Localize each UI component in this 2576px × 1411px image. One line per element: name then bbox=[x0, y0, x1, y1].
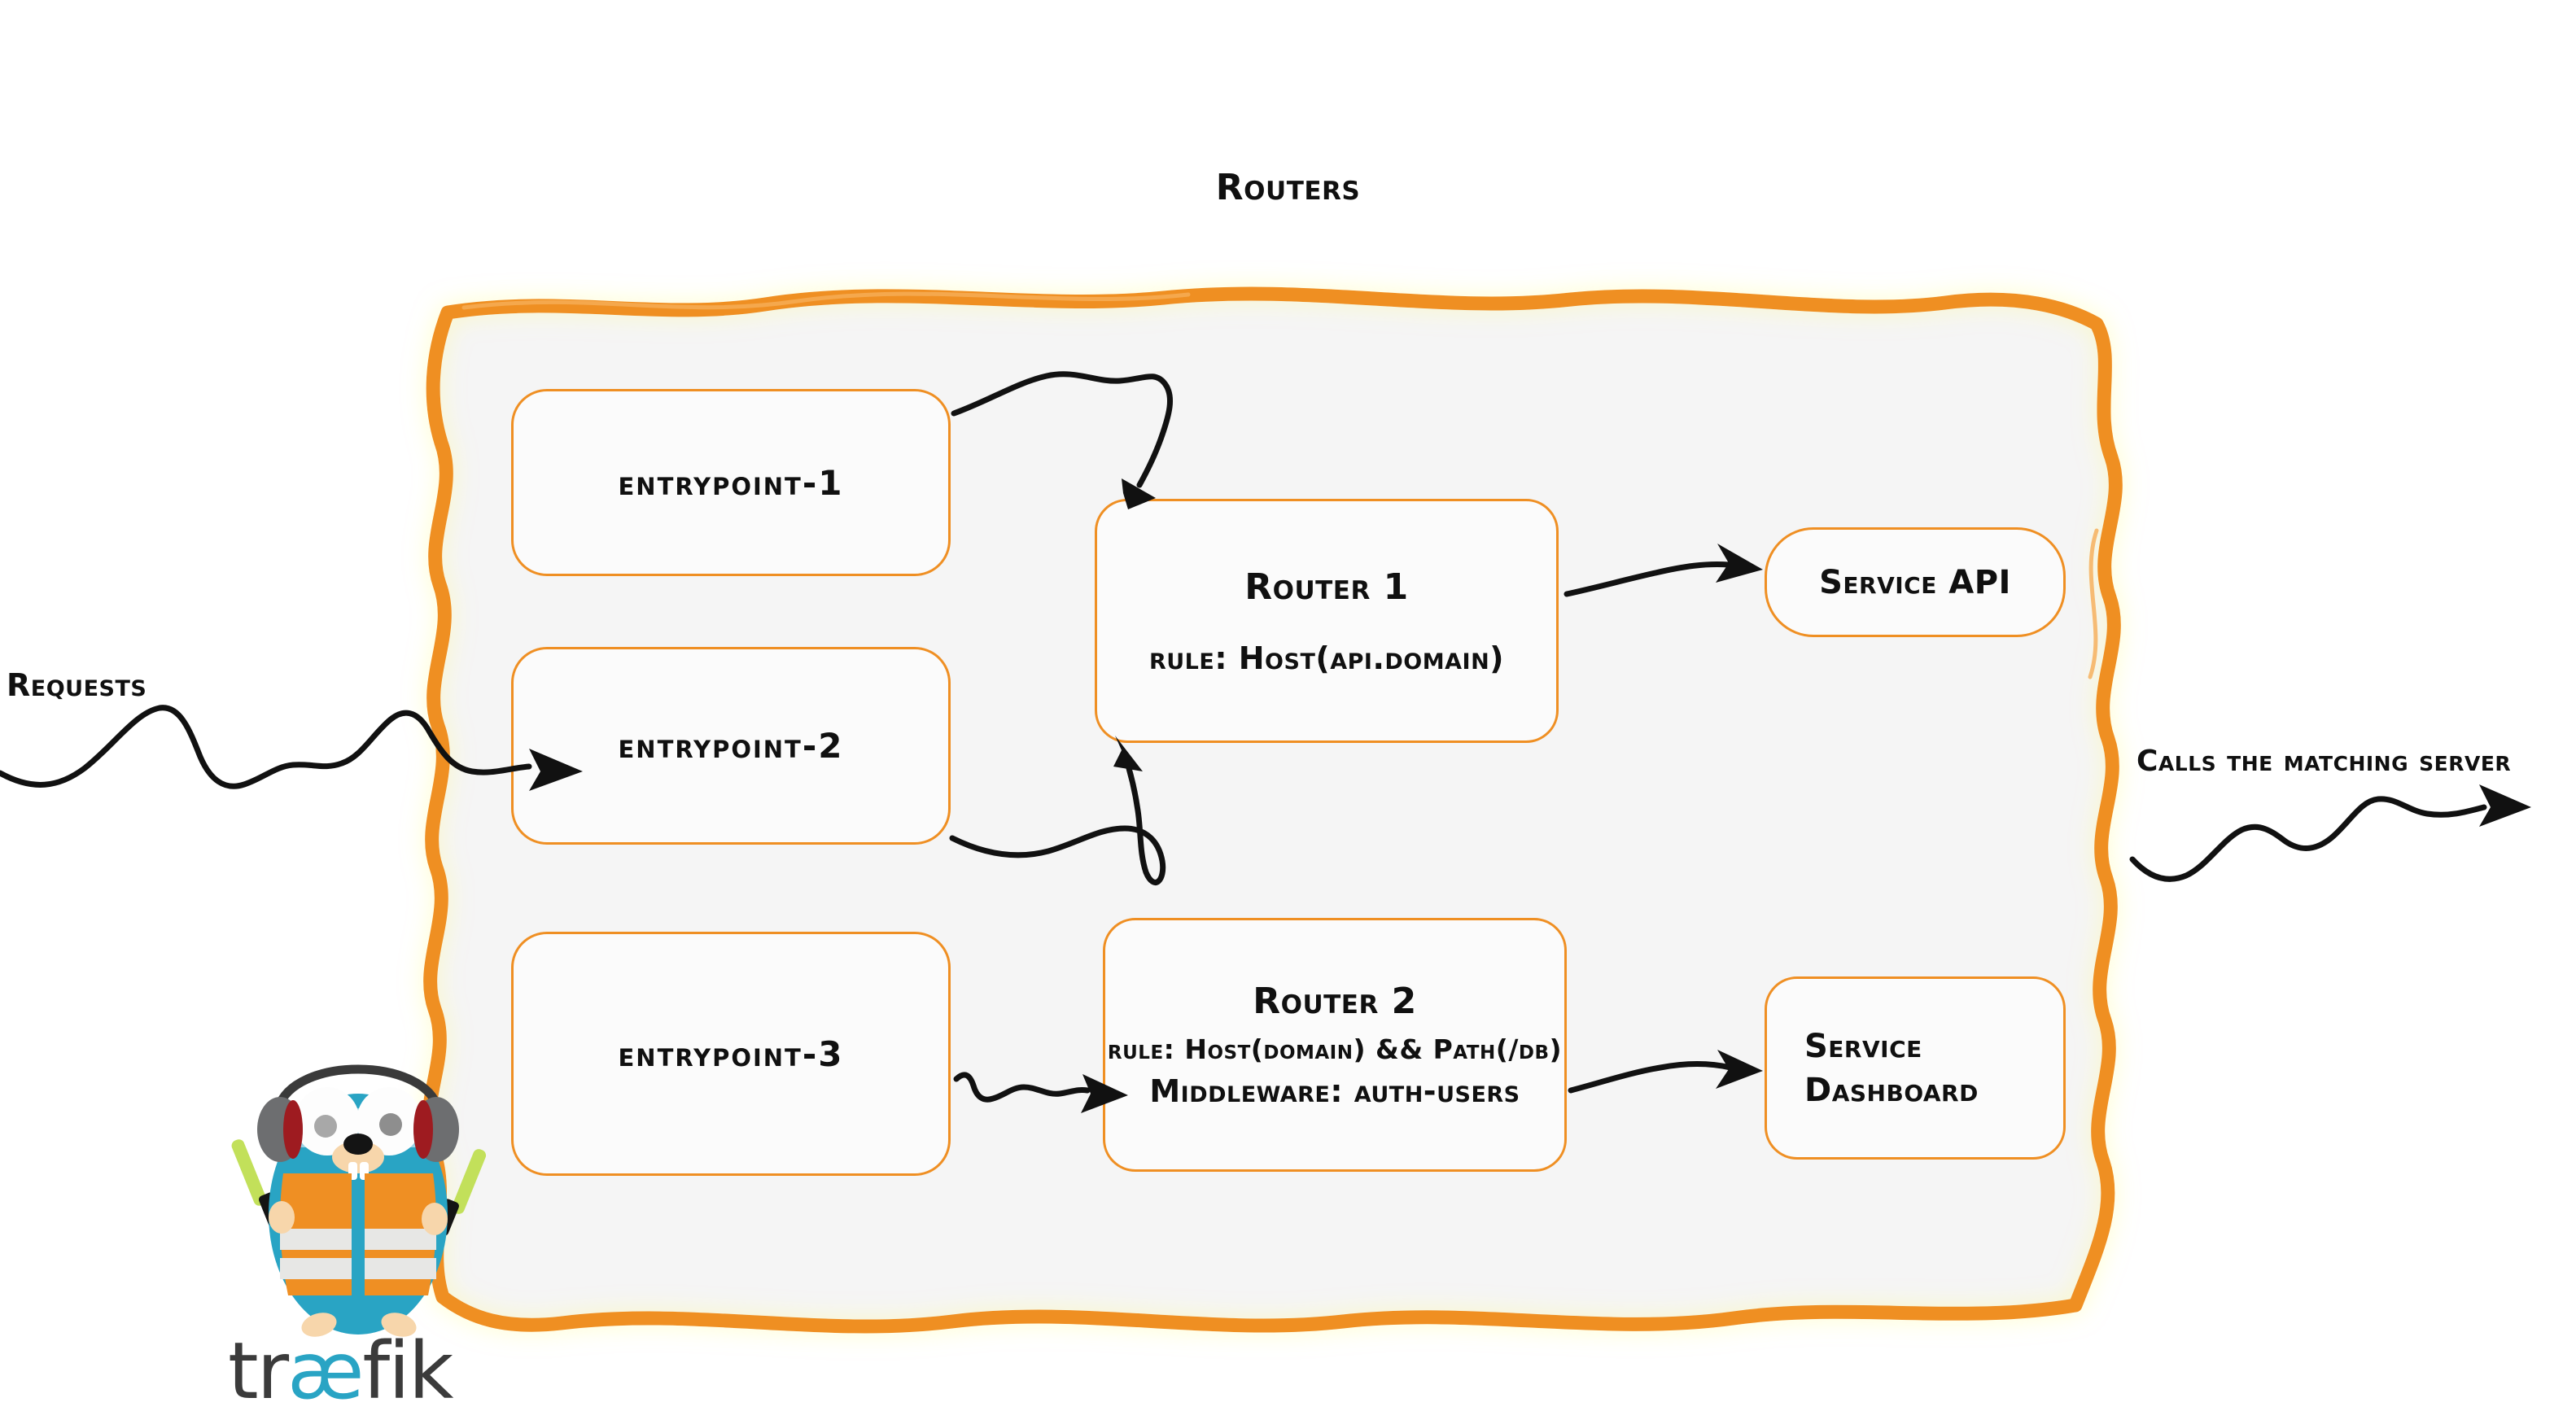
wordmark-left: tr bbox=[228, 1326, 290, 1411]
traefik-wordmark: træfik bbox=[228, 1326, 454, 1411]
router-middleware-2: Middleware: auth-users bbox=[1149, 1073, 1520, 1109]
wordmark-ligature: æ bbox=[287, 1326, 362, 1411]
vest-reflective-stripes bbox=[280, 1229, 436, 1279]
gopher-pupil-left bbox=[314, 1115, 337, 1138]
headphone-band-icon bbox=[273, 1064, 443, 1113]
page-title: Routers bbox=[1215, 167, 1361, 208]
gopher-foot-right bbox=[381, 1313, 417, 1337]
router-title-2: Router 2 bbox=[1253, 981, 1417, 1022]
entrypoint-label-3: entrypoint-3 bbox=[618, 1033, 844, 1074]
service-label-dashboard-line1: Service bbox=[1804, 1027, 1922, 1065]
calls-the-matching-server-label: Calls the matching server bbox=[2136, 745, 2512, 778]
service-label-dashboard-line2: Dashboard bbox=[1804, 1071, 1979, 1109]
calls-server-arrow bbox=[2129, 796, 2487, 882]
router-rule-1: rule: Host(api.domain) bbox=[1148, 640, 1505, 676]
gopher-nose bbox=[343, 1134, 373, 1155]
requests-label: Requests bbox=[7, 667, 147, 703]
entrypoint-label-2: entrypoint-2 bbox=[618, 726, 844, 766]
entrypoint-box-3[interactable]: entrypoint-3 bbox=[511, 932, 951, 1176]
gopher-hand-right bbox=[422, 1203, 448, 1235]
headphone-cup-right-icon bbox=[413, 1097, 459, 1162]
router-box-2[interactable]: Router 2 rule: Host(domain) && Path(/db)… bbox=[1103, 918, 1567, 1172]
entrypoint-box-2[interactable]: entrypoint-2 bbox=[511, 647, 951, 845]
router-box-1[interactable]: Router 1 rule: Host(api.domain) bbox=[1095, 499, 1559, 743]
gopher-pupil-right bbox=[379, 1113, 402, 1136]
router-title-1: Router 1 bbox=[1244, 566, 1409, 608]
entrypoint-box-1[interactable]: entrypoint-1 bbox=[511, 389, 951, 576]
service-box-api[interactable]: Service API bbox=[1765, 527, 2066, 637]
headphone-cup-left-icon bbox=[257, 1097, 303, 1162]
gopher-hand-left bbox=[269, 1201, 295, 1234]
gopher-muzzle bbox=[332, 1141, 384, 1173]
service-box-dashboard[interactable]: Service Dashboard bbox=[1765, 976, 2066, 1160]
wordmark-right: fik bbox=[362, 1326, 453, 1411]
service-label-api: Service API bbox=[1819, 563, 2011, 601]
traefik-logo: træfik bbox=[228, 1033, 488, 1411]
gopher-foot-left bbox=[301, 1313, 337, 1337]
arrowhead-calls-server bbox=[2479, 784, 2531, 827]
entrypoint-label-1: entrypoint-1 bbox=[618, 462, 844, 503]
router-rule-2: rule: Host(domain) && Path(/db) bbox=[1107, 1033, 1563, 1065]
